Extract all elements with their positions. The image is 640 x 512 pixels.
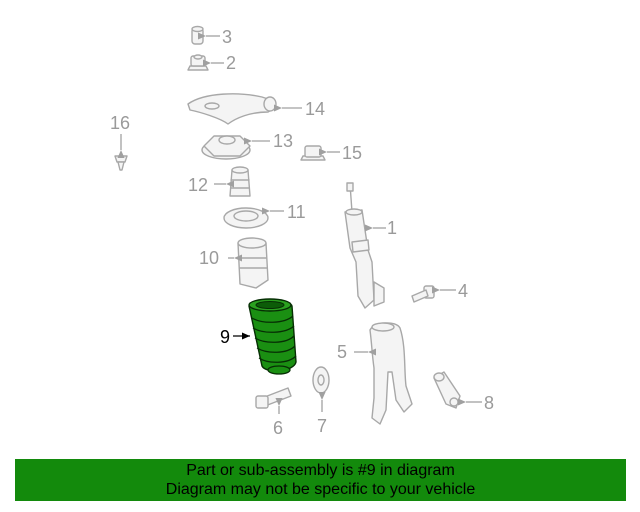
part-3-bushing[interactable]: 3	[191, 25, 232, 48]
callout-3: 3	[222, 27, 232, 47]
part-16-clip[interactable]: 16	[110, 113, 130, 171]
callout-15: 15	[342, 143, 362, 163]
callout-7: 7	[317, 416, 327, 436]
part-13-top-mount[interactable]: 13	[201, 131, 293, 160]
callout-8: 8	[484, 393, 494, 413]
part-5-fork[interactable]: 5	[337, 322, 413, 425]
part-2-nut[interactable]: 2	[187, 53, 236, 73]
part-7-washer[interactable]: 7	[312, 366, 330, 436]
part-6-bolt[interactable]: 6	[255, 387, 292, 438]
callout-16: 16	[110, 113, 130, 133]
callout-10: 10	[199, 248, 219, 268]
parts-diagram: 3 2 14 16 13 15	[110, 25, 494, 438]
callout-13: 13	[273, 131, 293, 151]
part-14-upper-mount[interactable]: 14	[187, 93, 325, 125]
callout-9: 9	[220, 327, 230, 347]
callout-5: 5	[337, 342, 347, 362]
part-12-bump-stop[interactable]: 12	[188, 166, 251, 197]
callout-11: 11	[287, 202, 306, 222]
banner-line-2: Diagram may not be specific to your vehi…	[165, 481, 476, 498]
banner-line-1: Part or sub-assembly is #9 in diagram	[186, 462, 455, 479]
part-9-dust-boot-highlighted[interactable]: 9	[220, 298, 297, 375]
part-8-link[interactable]: 8	[433, 371, 494, 413]
callout-14: 14	[305, 99, 325, 119]
part-15-nut[interactable]: 15	[300, 143, 362, 163]
callout-4: 4	[458, 281, 468, 301]
callout-6: 6	[273, 418, 283, 438]
part-11-spring-seat[interactable]: 11	[223, 202, 306, 229]
callout-12: 12	[188, 175, 208, 195]
info-banner: Part or sub-assembly is #9 in diagram Di…	[15, 459, 626, 501]
part-10-jounce-bumper[interactable]: 10	[199, 237, 269, 289]
part-4-bolt[interactable]: 4	[411, 281, 468, 303]
part-1-strut[interactable]: 1	[344, 182, 397, 309]
callout-2: 2	[226, 53, 236, 73]
callout-1: 1	[387, 218, 397, 238]
